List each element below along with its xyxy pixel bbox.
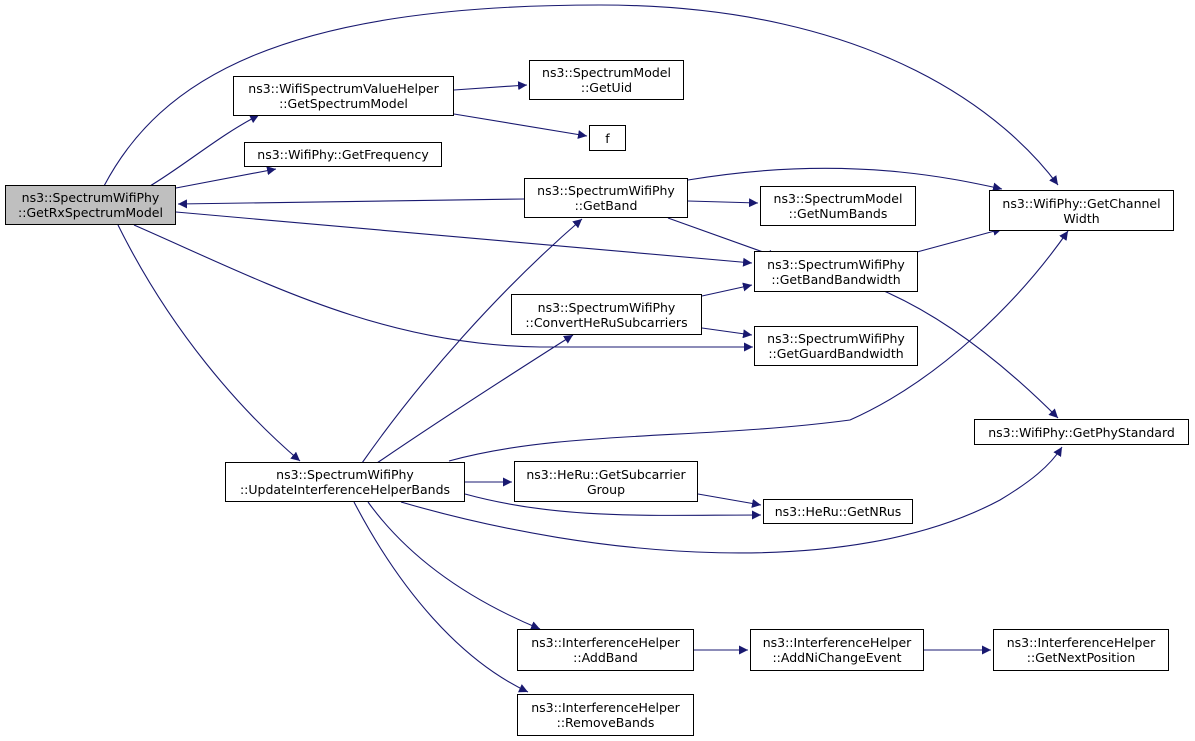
node-interference-helper-add-band[interactable]: ns3::InterferenceHelper ::AddBand [517, 629, 694, 671]
node-label: ns3::SpectrumWifiPhy [537, 183, 675, 198]
edge-wsvh-to-smuid [453, 81, 528, 91]
edge-update-to-getband [361, 218, 583, 464]
node-label: ns3::SpectrumWifiPhy [767, 331, 905, 346]
edge-bandbw-to-phystd [883, 290, 1059, 419]
edge-update-to-chwidth [448, 230, 1069, 462]
node-interference-helper-add-ni-change-event[interactable]: ns3::InterferenceHelper ::AddNiChangeEve… [750, 629, 924, 671]
node-interference-helper-get-next-position[interactable]: ns3::InterferenceHelper ::GetNextPositio… [993, 629, 1169, 671]
edge-root-to-chwidth [103, 4, 1059, 187]
node-label: ::ConvertHeRuSubcarriers [525, 314, 688, 330]
node-label: ::GetSpectrumModel [279, 96, 408, 111]
edge-getband-to-chwidth [687, 167, 1003, 192]
node-wifi-spectrum-value-helper-get-spectrum-model[interactable]: ns3::WifiSpectrumValueHelper ::GetSpectr… [233, 76, 454, 116]
node-label: ::AddBand [573, 650, 638, 665]
node-spectrum-model-get-num-bands[interactable]: ns3::SpectrumModel ::GetNumBands [760, 186, 916, 226]
node-label: ::GetNextPosition [1026, 650, 1136, 665]
edge-update-to-phystd [400, 446, 1063, 554]
node-label: ns3::SpectrumWifiPhy [276, 467, 414, 482]
node-spectrum-wifi-phy-convert-he-ru-subcarriers[interactable]: ns3::SpectrumWifiPhy ::ConvertHeRuSubcar… [511, 294, 702, 335]
node-spectrum-wifi-phy-get-guard-bandwidth[interactable]: ns3::SpectrumWifiPhy ::GetGuardBandwidth [754, 326, 918, 366]
node-label: ns3::WifiPhy::GetPhyStandard [988, 424, 1175, 440]
edge-getband-to-root [177, 198, 525, 209]
edge-bandbw-to-chwidth [916, 227, 1003, 253]
edge-update-to-convert [376, 334, 574, 464]
node-label: f [605, 130, 610, 146]
node-label: ns3::SpectrumWifiPhy [767, 256, 905, 272]
node-label: ns3::SpectrumWifiPhy [21, 190, 160, 205]
node-label: ns3::HeRu::GetNRus [774, 504, 902, 519]
node-wifi-phy-get-frequency[interactable]: ns3::WifiPhy::GetFrequency [244, 142, 442, 167]
edge-update-to-nrus [464, 493, 762, 520]
node-label: ::GetBandBandwidth [771, 271, 901, 287]
node-label: ::RemoveBands [556, 715, 655, 730]
node-label: Group [586, 481, 626, 497]
edge-root-to-guardbw [133, 224, 753, 352]
node-label: ns3::SpectrumWifiPhy [537, 299, 676, 315]
edge-root-to-bandbw [175, 211, 753, 267]
node-label: ns3::InterferenceHelper [762, 635, 912, 650]
node-label: ::GetUid [580, 80, 633, 95]
node-label: ns3::HeRu::GetSubcarrier [526, 466, 686, 482]
node-label: ::AddNiChangeEvent [772, 650, 902, 665]
edge-convert-to-bandbw [701, 282, 753, 297]
node-he-ru-get-subcarrier-group[interactable]: ns3::HeRu::GetSubcarrier Group [514, 461, 698, 502]
node-label: ::GetNumBands [788, 206, 888, 221]
node-f[interactable]: f [589, 125, 626, 151]
edge-root-to-getfreq [175, 166, 277, 189]
node-label: ns3::WifiPhy::GetChannel [1002, 195, 1161, 211]
edge-convert-to-guardbw [701, 327, 753, 339]
edge-wsvh-to-f [453, 113, 588, 139]
node-label: ns3::InterferenceHelper [1006, 635, 1156, 650]
node-label: Width [1063, 210, 1100, 226]
node-spectrum-wifi-phy-get-band[interactable]: ns3::SpectrumWifiPhy ::GetBand [524, 178, 688, 218]
node-interference-helper-remove-bands[interactable]: ns3::InterferenceHelper ::RemoveBands [517, 694, 694, 736]
node-get-rx-spectrum-model: ns3::SpectrumWifiPhy ::GetRxSpectrumMode… [5, 185, 176, 225]
node-spectrum-wifi-phy-update-interference-helper-bands[interactable]: ns3::SpectrumWifiPhy ::UpdateInterferenc… [225, 462, 465, 502]
node-label: ::GetRxSpectrumModel [18, 205, 163, 220]
edge-update-to-remove [353, 501, 529, 693]
node-label: ::GetBand [574, 198, 638, 213]
node-label: ns3::InterferenceHelper [531, 700, 680, 715]
node-label: ns3::WifiSpectrumValueHelper [248, 81, 439, 96]
node-wifi-phy-get-phy-standard[interactable]: ns3::WifiPhy::GetPhyStandard [974, 419, 1189, 445]
edge-subgroup-to-nrus [697, 493, 762, 508]
node-he-ru-get-n-rus[interactable]: ns3::HeRu::GetNRus [763, 499, 913, 524]
node-label: ns3::SpectrumModel [542, 65, 671, 80]
edge-root-to-wsvh [149, 114, 260, 187]
edge-root-to-update [117, 224, 301, 462]
node-label: ns3::InterferenceHelper [531, 635, 680, 650]
edge-getband-to-bandbw [667, 217, 778, 259]
node-label: ns3::WifiPhy::GetFrequency [257, 147, 429, 162]
node-label: ::GetGuardBandwidth [768, 346, 904, 361]
edge-update-to-addband [367, 501, 541, 630]
node-spectrum-model-get-uid[interactable]: ns3::SpectrumModel ::GetUid [529, 60, 684, 100]
node-wifi-phy-get-channel-width[interactable]: ns3::WifiPhy::GetChannel Width [989, 190, 1174, 231]
edge-getband-to-numbands [687, 198, 759, 208]
node-spectrum-wifi-phy-get-band-bandwidth[interactable]: ns3::SpectrumWifiPhy ::GetBandBandwidth [754, 251, 918, 292]
node-label: ::UpdateInterferenceHelperBands [239, 482, 451, 497]
node-label: ns3::SpectrumModel [773, 191, 903, 206]
